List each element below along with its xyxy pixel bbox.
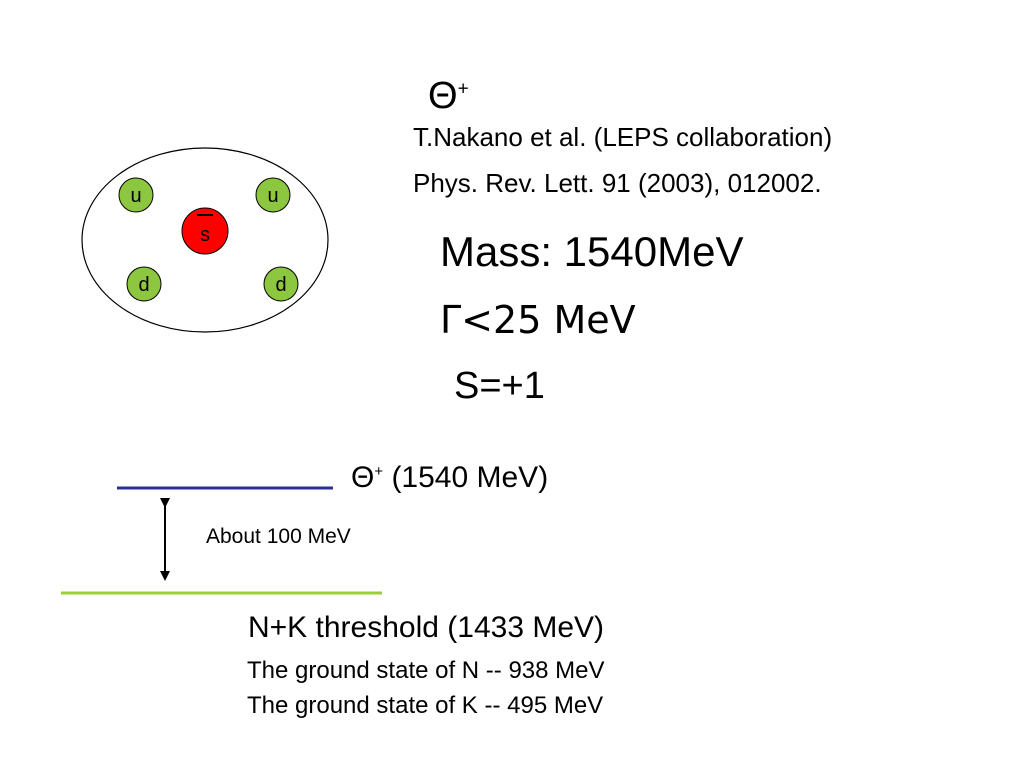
threshold-label: N+K threshold (1433 MeV) (248, 611, 605, 644)
quark-d-1: d (126, 266, 162, 302)
quark-circle (126, 266, 162, 302)
quark-label: d (275, 274, 286, 296)
reference-authors: T.Nakano et al. (LEPS collaboration) (413, 122, 833, 152)
theta-level-mass: (1540 MeV) (383, 461, 549, 494)
mass-property: Mass: 1540MeV (440, 228, 744, 275)
ground-state-n: The ground state of N -- 938 MeV (247, 657, 605, 684)
quark-circle (255, 177, 291, 213)
quark-bag: u u s d d (81, 147, 329, 333)
reference-journal: Phys. Rev. Lett. 91 (2003), 012002. (413, 168, 822, 198)
energy-level-diagram (61, 486, 382, 595)
particle-title: Θ+ (428, 76, 469, 116)
strangeness-property: S=+1 (454, 365, 545, 407)
quark-label: d (138, 274, 149, 296)
quark-label: u (130, 185, 141, 207)
particle-symbol: Θ (428, 75, 458, 117)
quark-circle (118, 177, 154, 213)
quark-u-1: u (118, 177, 154, 213)
quark-u-2: u (255, 177, 291, 213)
quark-anti-s: s (181, 207, 229, 255)
particle-charge: + (457, 78, 469, 100)
quark-d-2: d (263, 266, 299, 302)
theta-level-symbol: Θ (351, 461, 375, 494)
quark-label: s (200, 224, 210, 246)
quark-circle (263, 266, 299, 302)
quark-label: u (267, 185, 278, 207)
width-property: Γ<25 MeV (440, 298, 636, 342)
energy-gap-label: About 100 MeV (206, 525, 351, 548)
theta-level-charge: + (374, 463, 384, 480)
quark-circle (181, 207, 229, 255)
ground-state-k: The ground state of K -- 495 MeV (247, 692, 604, 719)
theta-level-label: Θ+ (1540 MeV) (351, 460, 548, 496)
